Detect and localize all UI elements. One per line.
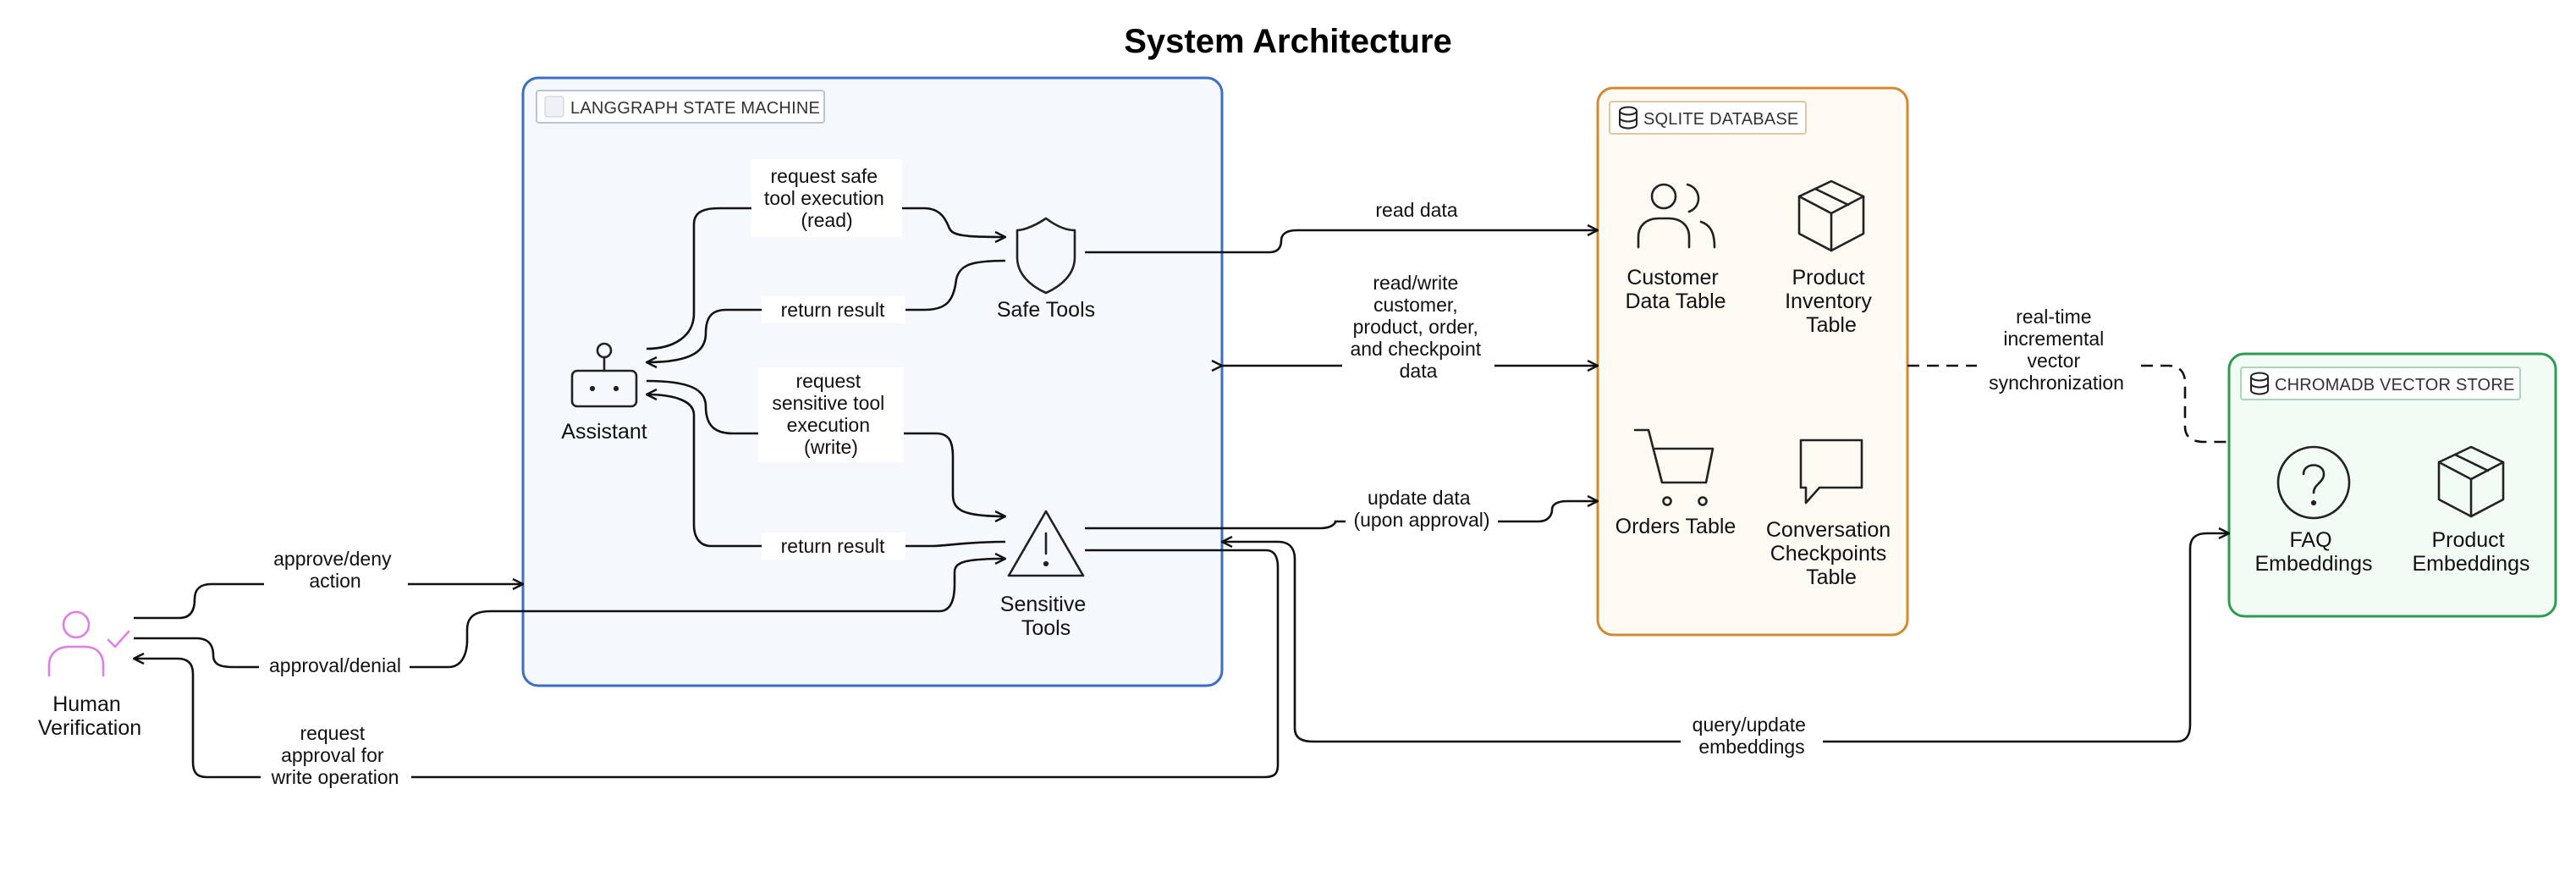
box-icon bbox=[1797, 179, 1865, 252]
sqlite-label: SQLITE DATABASE bbox=[1643, 110, 1798, 129]
edge-approval-denial bbox=[134, 559, 1005, 669]
graph-icon bbox=[544, 96, 564, 118]
edges bbox=[134, 207, 2229, 779]
label-update-data: update data (upon approval) bbox=[1353, 487, 1489, 531]
langgraph-badge: LANGGRAPH STATE MACHINE bbox=[536, 90, 825, 124]
label-return-sensitive: return result bbox=[781, 535, 885, 557]
sensitive-tools-node[interactable]: Sensitive Tools bbox=[1000, 510, 1092, 640]
orders-table-label: Orders Table bbox=[1616, 515, 1737, 538]
product-inventory-table-node[interactable]: Product Inventory Table bbox=[1785, 179, 1878, 337]
label-query-update: query/update embeddings bbox=[1693, 714, 1812, 758]
faq-embeddings-label: FAQ Embeddings bbox=[2255, 528, 2373, 576]
edge-return-sensitive bbox=[647, 394, 1006, 548]
edge-query-update-to-langgraph bbox=[1222, 542, 1296, 728]
langgraph-label: LANGGRAPH STATE MACHINE bbox=[570, 99, 820, 118]
label-request-approval: request approval for write operation bbox=[271, 722, 399, 788]
database-icon bbox=[1619, 106, 1638, 130]
edge-request-approval bbox=[134, 549, 1280, 779]
faq-embeddings-node[interactable]: FAQ Embeddings bbox=[2255, 445, 2373, 576]
edge-query-update bbox=[1293, 533, 2229, 743]
chroma-container: CHROMADB VECTOR STORE bbox=[2227, 352, 2557, 618]
product-embeddings-node[interactable]: Product Embeddings bbox=[2413, 445, 2530, 576]
cart-icon bbox=[1633, 428, 1715, 506]
orders-table-node[interactable]: Orders Table bbox=[1616, 428, 1737, 538]
edge-sync bbox=[1907, 364, 2229, 444]
diagram-title: System Architecture bbox=[1124, 23, 1452, 60]
help-circle-icon bbox=[2276, 445, 2351, 520]
product-embeddings-label: Product Embeddings bbox=[2413, 528, 2530, 576]
chroma-badge: CHROMADB VECTOR STORE bbox=[2240, 367, 2521, 400]
edge-approve-deny bbox=[134, 584, 523, 620]
edge-update-data bbox=[1085, 501, 1598, 530]
label-request-sensitive: request sensitive tool execution (write) bbox=[772, 370, 889, 458]
edge-request-safe bbox=[646, 207, 1005, 350]
user-check-icon bbox=[47, 610, 130, 677]
sqlite-badge: SQLITE DATABASE bbox=[1609, 101, 1807, 135]
safe-tools-node[interactable]: Safe Tools bbox=[997, 217, 1095, 322]
robot-icon bbox=[570, 342, 638, 408]
product-inventory-table-label: Product Inventory Table bbox=[1785, 266, 1878, 337]
chroma-label: CHROMADB VECTOR STORE bbox=[2275, 376, 2515, 394]
label-request-safe: request safe tool execution (read) bbox=[764, 165, 889, 231]
label-approval-denial: approval/denial bbox=[269, 654, 401, 676]
sensitive-tools-label: Sensitive Tools bbox=[1000, 593, 1092, 640]
assistant-label: Assistant bbox=[561, 420, 647, 444]
customer-data-table-node[interactable]: Customer Data Table bbox=[1625, 183, 1726, 313]
customer-data-table-label: Customer Data Table bbox=[1625, 266, 1726, 313]
database-icon bbox=[2250, 372, 2269, 395]
users-icon bbox=[1637, 183, 1716, 249]
label-read-data: read data bbox=[1375, 199, 1457, 221]
box-icon bbox=[2437, 445, 2505, 518]
assistant-node[interactable]: Assistant bbox=[561, 342, 647, 444]
conversation-checkpoints-table-label: Conversation Checkpoints Table bbox=[1766, 518, 1896, 589]
edge-read-data bbox=[1085, 230, 1598, 254]
edge-labels: request safe tool execution (read) retur… bbox=[259, 159, 2134, 794]
edge-request-sensitive bbox=[646, 379, 1005, 516]
label-return-safe: return result bbox=[781, 299, 885, 321]
conversation-checkpoints-table-node[interactable]: Conversation Checkpoints Table bbox=[1766, 438, 1896, 589]
safe-tools-label: Safe Tools bbox=[997, 298, 1095, 322]
label-sync: real-time incremental vector synchroniza… bbox=[1989, 306, 2124, 394]
human-verification-label: Human Verification bbox=[38, 692, 141, 740]
label-read-write: read/write customer, product, order, and… bbox=[1350, 272, 1486, 382]
message-icon bbox=[1799, 438, 1863, 505]
shield-icon bbox=[1016, 217, 1076, 295]
human-verification-node[interactable]: Human Verification bbox=[38, 610, 141, 740]
label-approve-deny: approve/deny action bbox=[273, 548, 397, 592]
warning-icon bbox=[1007, 510, 1085, 577]
chroma-container-box bbox=[2227, 352, 2557, 618]
